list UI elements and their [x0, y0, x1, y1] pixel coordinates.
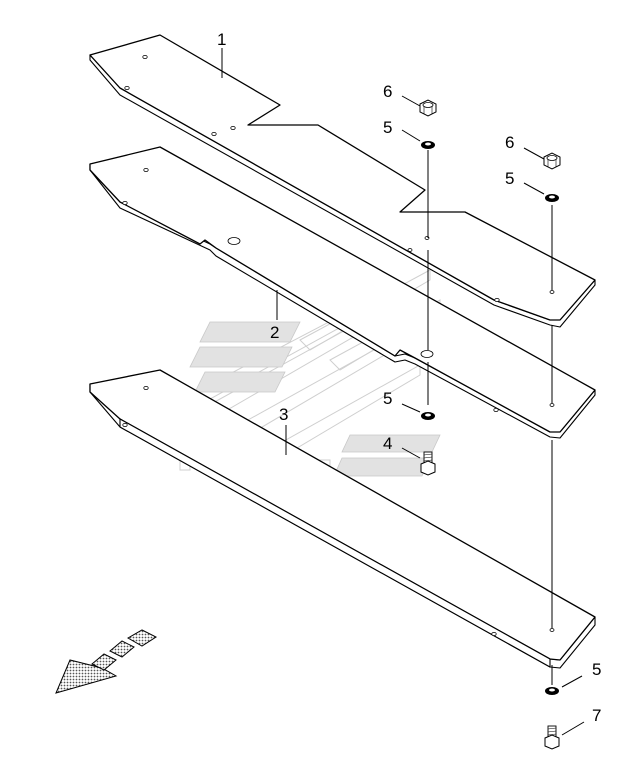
callout-5-lower-left: 5 — [383, 389, 392, 408]
callout-6-right: 6 — [505, 133, 514, 152]
plate-2 — [89, 146, 596, 439]
brand-watermark-icon — [179, 269, 441, 483]
washer-upper-right — [545, 194, 559, 202]
callout-5-upper-right: 5 — [505, 169, 514, 188]
nut-right — [543, 152, 561, 170]
washer-upper-left — [421, 141, 435, 149]
callout-1: 1 — [217, 30, 226, 49]
leader-lines — [221, 48, 585, 736]
plate-1 — [89, 34, 596, 328]
callout-2: 2 — [270, 323, 279, 342]
callout-7: 7 — [592, 706, 601, 725]
callout-5-bottom-right: 5 — [592, 660, 601, 679]
callout-6-left: 6 — [383, 82, 392, 101]
washer-lower-left — [421, 412, 435, 420]
bolt-4 — [420, 451, 436, 476]
callout-5-upper-left: 5 — [383, 118, 392, 137]
callout-3: 3 — [279, 405, 288, 424]
callout-4: 4 — [383, 434, 392, 453]
front-direction-arrow-icon — [55, 629, 158, 694]
bolt-7 — [544, 725, 560, 750]
nut-left — [419, 99, 437, 117]
washer-bottom-right — [545, 687, 559, 695]
plate-3 — [89, 369, 596, 669]
